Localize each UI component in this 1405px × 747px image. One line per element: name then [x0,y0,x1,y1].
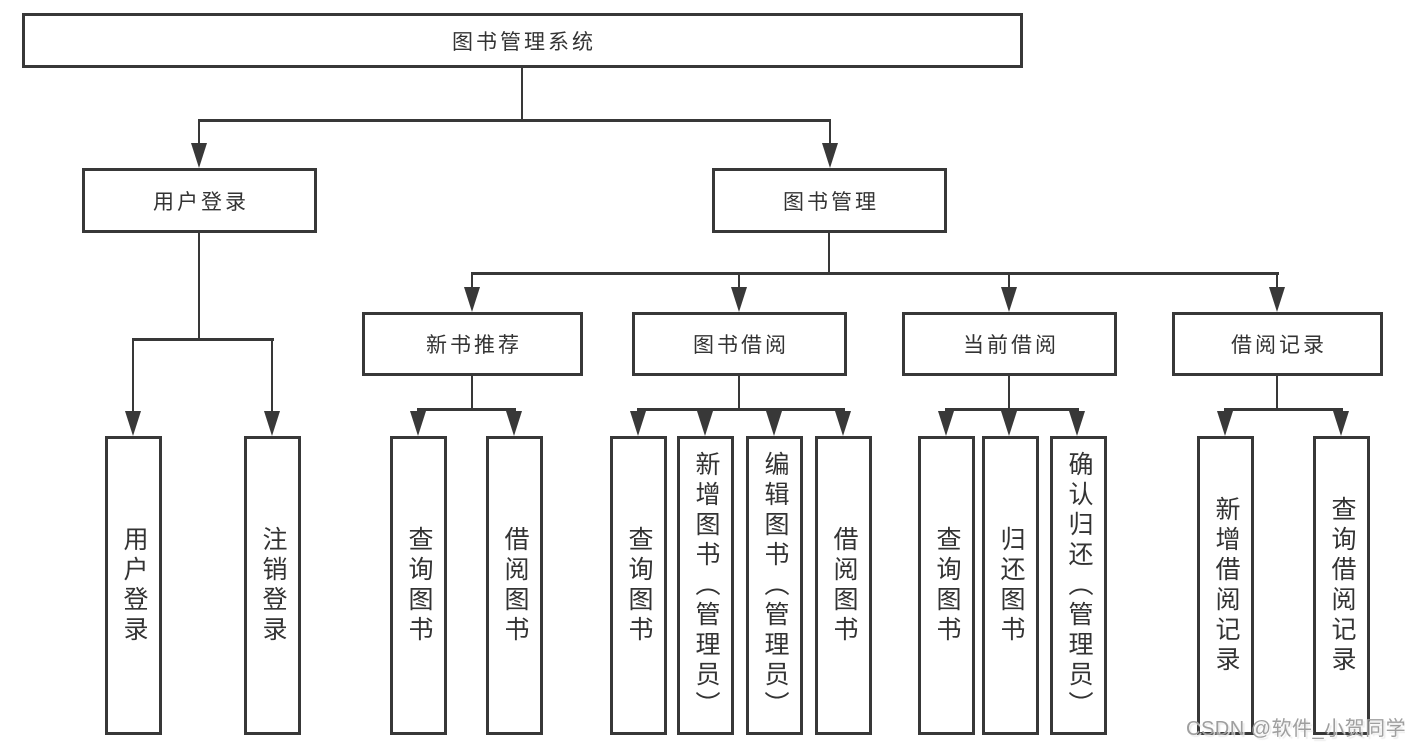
leaf-edit-book-admin-label: 编辑图书（管理员） [761,450,789,721]
leaf-add-book-admin-label: 新增图书（管理员） [692,450,720,721]
watermark: CSDN @软件_小贺同学 [1186,718,1405,740]
arrow-down-icon [263,411,280,436]
connector-line [944,408,948,414]
leaf-query-books-1-label: 查询图书 [405,525,433,646]
arrow-down-icon [696,411,713,436]
leaf-add-borrow-record-label: 新增借阅记录 [1212,495,1240,676]
leaf-confirm-return-admin: 确认归还（管理员） [1050,436,1107,735]
leaf-confirm-return-admin-label: 确认归还（管理员） [1065,450,1093,721]
arrow-down-icon [1000,287,1017,312]
connector-line [470,376,474,410]
connector-line [198,119,831,122]
leaf-logout-label: 注销登录 [259,525,287,646]
node-user-login-label: 用户登录 [153,190,249,214]
leaf-borrow-books-2: 借阅图书 [815,436,872,735]
connector-line [1339,408,1343,414]
leaf-query-books-3: 查询图书 [918,436,975,735]
node-current-borrowing-label: 当前借阅 [963,334,1059,357]
node-user-login: 用户登录 [82,168,317,233]
connector-line [737,272,741,290]
node-library-system: 图书管理系统 [22,13,1023,68]
connector-line [841,408,845,414]
leaf-borrow-books-1: 借阅图书 [486,436,543,735]
leaf-add-book-admin: 新增图书（管理员） [677,436,734,735]
connector-line [827,233,831,272]
connector-line [417,408,516,411]
connector-line [772,408,776,414]
leaf-query-borrow-record-label: 查询借阅记录 [1328,495,1356,676]
arrow-down-icon [765,411,782,436]
arrow-down-icon [124,411,141,436]
leaf-user-login-label: 用户登录 [120,525,148,646]
connector-line [1275,376,1279,410]
arrow-down-icon [730,287,747,312]
connector-line [637,408,845,411]
arrow-down-icon [505,411,522,436]
arrow-down-icon [1216,411,1233,436]
connector-line [520,68,524,119]
leaf-query-books-2-label: 查询图书 [625,525,653,646]
arrow-down-icon [629,411,646,436]
node-book-management: 图书管理 [712,168,947,233]
arrow-down-icon [937,411,954,436]
leaf-logout: 注销登录 [244,436,301,735]
connector-line [1007,376,1011,410]
connector-line [131,338,135,414]
node-library-system-label: 图书管理系统 [452,30,596,54]
leaf-return-book-label: 归还图书 [997,525,1025,646]
connector-line [470,272,474,290]
node-borrow-records: 借阅记录 [1172,312,1383,376]
connector-line [737,376,741,410]
connector-line [636,408,640,414]
node-current-borrowing: 当前借阅 [902,312,1117,376]
connector-line [1223,408,1227,414]
leaf-query-books-2: 查询图书 [610,436,667,735]
connector-line [132,338,274,341]
leaf-query-borrow-record: 查询借阅记录 [1313,436,1370,735]
node-book-borrowing: 图书借阅 [632,312,847,376]
connector-line [945,408,1079,411]
node-new-book-recommend: 新书推荐 [362,312,583,376]
leaf-add-borrow-record: 新增借阅记录 [1197,436,1254,735]
arrow-down-icon [834,411,851,436]
connector-line [1224,408,1343,411]
connector-line [703,408,707,414]
leaf-query-books-3-label: 查询图书 [933,525,961,646]
arrow-down-icon [1000,411,1017,436]
arrow-down-icon [1332,411,1349,436]
node-borrow-records-label: 借阅记录 [1231,334,1327,357]
connector-line [416,408,420,414]
arrow-down-icon [821,143,838,168]
connector-line [197,119,201,146]
connector-line [512,408,516,414]
arrow-down-icon [463,287,480,312]
arrow-down-icon [190,143,207,168]
connector-line [197,233,201,340]
arrow-down-icon [409,411,426,436]
node-book-borrowing-label: 图书借阅 [693,334,789,357]
leaf-user-login: 用户登录 [105,436,162,735]
arrow-down-icon [1068,411,1085,436]
leaf-edit-book-admin: 编辑图书（管理员） [746,436,803,735]
arrow-down-icon [1268,287,1285,312]
connector-line [1075,408,1079,414]
connector-line [471,272,1279,275]
leaf-query-books-1: 查询图书 [390,436,447,735]
connector-line [1007,272,1011,290]
leaf-borrow-books-1-label: 借阅图书 [501,525,529,646]
connector-line [1275,272,1279,290]
node-book-management-label: 图书管理 [783,190,879,214]
connector-line [828,119,832,146]
connector-line [1007,408,1011,414]
leaf-borrow-books-2-label: 借阅图书 [830,525,858,646]
leaf-return-book: 归还图书 [982,436,1039,735]
connector-line [270,338,274,414]
node-new-book-recommend-label: 新书推荐 [426,334,522,357]
